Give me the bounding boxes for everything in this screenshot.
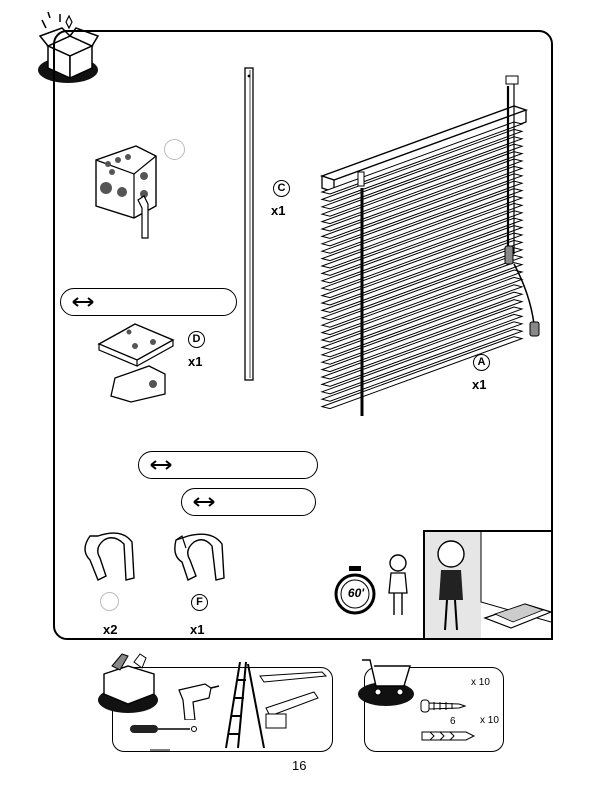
length-indicator-bar (60, 288, 237, 316)
blind-illustration (318, 64, 546, 424)
plug-quantity: x 10 (480, 715, 499, 726)
toolbox-icon (94, 652, 164, 716)
stopwatch-icon: 60' (333, 566, 377, 616)
part-letter-f: F (191, 594, 208, 611)
part-label-circle (164, 139, 185, 160)
part-qty-a: x1 (472, 377, 486, 392)
support-bracket-illustration (95, 318, 175, 406)
drill-icon (175, 680, 220, 720)
part-letter-a: A (473, 354, 490, 371)
wall-plug-icon (420, 728, 476, 744)
length-indicator-bar (181, 488, 316, 516)
double-arrow-icon (71, 294, 95, 310)
level-icon (258, 670, 328, 690)
part-qty-c: x1 (271, 203, 285, 218)
timer-label: 60' (340, 586, 372, 600)
part-letter-c: C (273, 180, 290, 197)
person-icon (385, 553, 411, 617)
part-label-circle (100, 592, 119, 611)
screw-quantity: x 10 (471, 677, 490, 688)
screwdriver-icon (128, 722, 198, 736)
part-qty-d: x1 (188, 354, 202, 369)
screw-size: 6 (450, 716, 456, 727)
double-arrow-icon (192, 494, 216, 510)
part-letter-d: D (188, 331, 205, 348)
bracket-part-illustration (88, 140, 163, 240)
double-arrow-icon (149, 457, 173, 473)
screw-icon (420, 698, 466, 714)
part-qty-f: x1 (190, 622, 204, 637)
wand-rod-illustration (240, 66, 260, 384)
workspace-scene-illustration (423, 530, 553, 640)
shopping-cart-icon (356, 648, 416, 710)
part-qty-e: x2 (103, 622, 117, 637)
page-number: 16 (292, 758, 306, 773)
pencil-icon (150, 740, 170, 746)
tape-measure-icon (262, 690, 322, 730)
valance-clip-illustration (168, 532, 228, 588)
length-indicator-bar (138, 451, 318, 479)
valance-clip-illustration (78, 532, 138, 588)
